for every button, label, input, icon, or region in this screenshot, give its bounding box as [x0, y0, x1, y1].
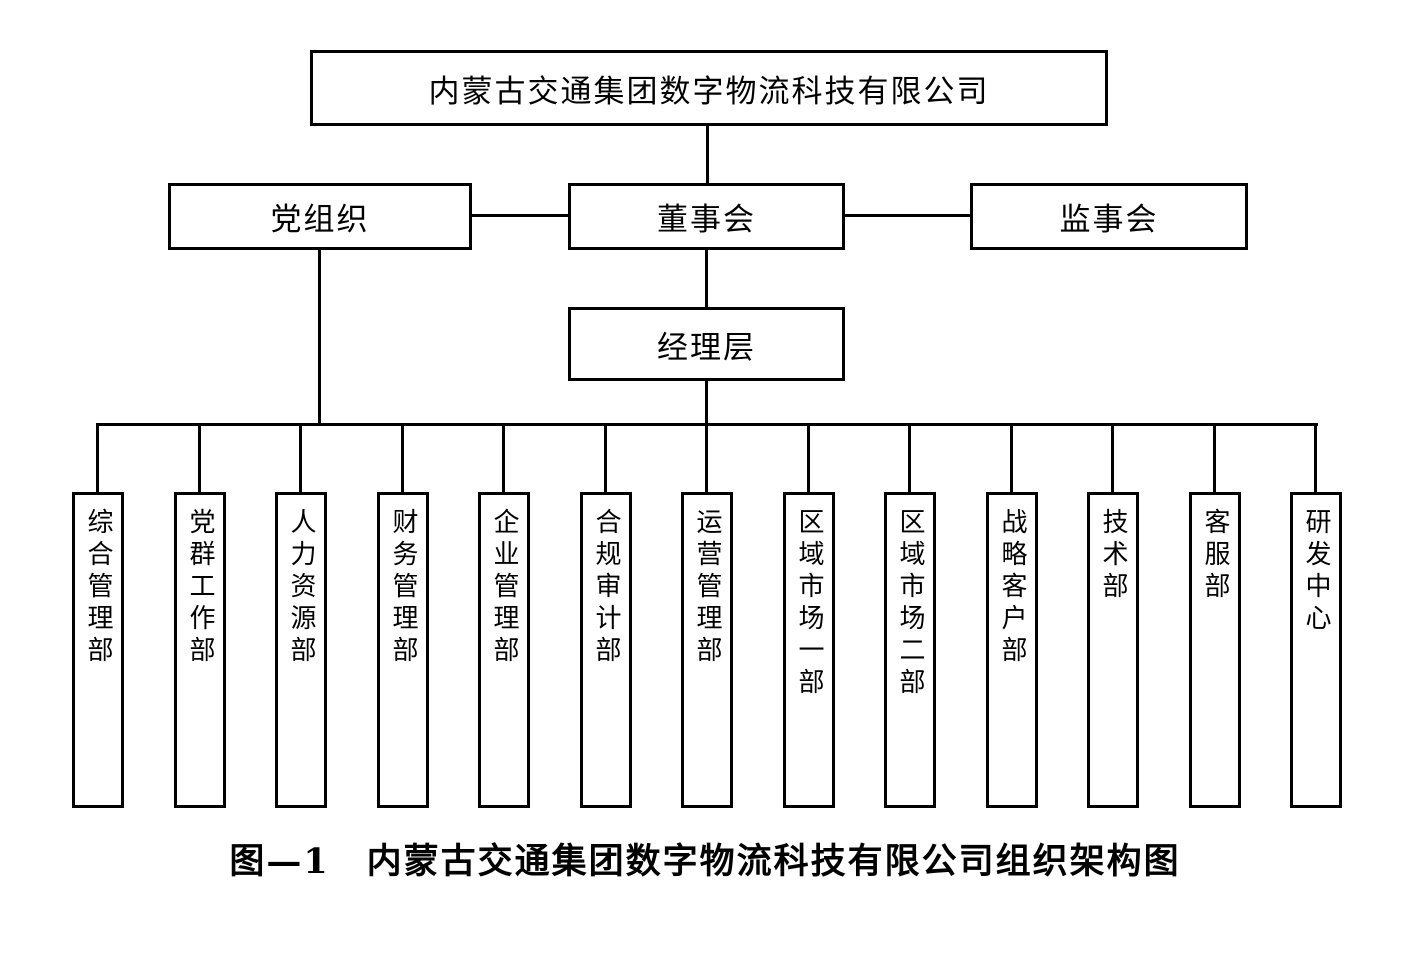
dept-label: 党群工作部: [185, 508, 215, 668]
connector-dept-5: [502, 423, 505, 492]
connector-dept-9: [908, 423, 911, 492]
node-supervisory-label: 监事会: [1059, 202, 1159, 238]
connector-management-bus: [705, 381, 708, 426]
node-company: 内蒙古交通集团数字物流科技有限公司: [310, 50, 1108, 126]
connector-board-management: [705, 250, 708, 307]
dept-label: 综合管理部: [83, 508, 113, 668]
dept-label: 企业管理部: [489, 508, 519, 668]
node-management: 经理层: [568, 307, 845, 381]
dept-box-party-mass-work: 党群工作部: [174, 492, 226, 808]
dept-box-regional-market-2: 区域市场二部: [884, 492, 936, 808]
node-board-of-directors: 董事会: [568, 183, 845, 250]
node-company-label: 内蒙古交通集团数字物流科技有限公司: [428, 73, 990, 110]
connector-dept-10: [1010, 423, 1013, 492]
connector-dept-4: [401, 423, 404, 492]
node-party-organization: 党组织: [168, 183, 472, 250]
node-management-label: 经理层: [657, 329, 756, 366]
node-board-label: 董事会: [657, 202, 756, 238]
dept-box-regional-market-1: 区域市场一部: [783, 492, 835, 808]
dept-label: 研发中心: [1301, 508, 1331, 636]
connector-party-board: [472, 214, 568, 217]
dept-label: 财务管理部: [388, 508, 418, 668]
dept-box-strategic-customers: 战略客户部: [986, 492, 1038, 808]
connector-dept-6: [604, 423, 607, 492]
dept-label: 客服部: [1200, 508, 1230, 604]
dept-label: 运营管理部: [692, 508, 722, 668]
connector-party-bus: [318, 250, 321, 426]
dept-label: 区域市场二部: [895, 508, 925, 700]
dept-label: 合规审计部: [591, 508, 621, 668]
dept-label: 战略客户部: [997, 508, 1027, 668]
connector-dept-2: [198, 423, 201, 492]
dept-label: 区域市场一部: [794, 508, 824, 700]
dept-box-human-resources: 人力资源部: [275, 492, 327, 808]
node-party-label: 党组织: [270, 202, 370, 238]
dept-box-technology: 技术部: [1087, 492, 1139, 808]
dept-box-enterprise-management: 企业管理部: [478, 492, 530, 808]
connector-company-board: [706, 124, 709, 184]
dept-box-operations-management: 运营管理部: [681, 492, 733, 808]
connector-dept-8: [807, 423, 810, 492]
dept-box-rnd-center: 研发中心: [1290, 492, 1342, 808]
dept-box-finance-management: 财务管理部: [377, 492, 429, 808]
connector-board-supervisory: [845, 214, 970, 217]
figure-caption: 图—1 内蒙古交通集团数字物流科技有限公司组织架构图: [229, 841, 1181, 882]
dept-box-customer-service: 客服部: [1189, 492, 1241, 808]
connector-dept-1: [96, 423, 99, 492]
dept-label: 人力资源部: [286, 508, 316, 668]
connector-dept-3: [299, 423, 302, 492]
node-supervisory-board: 监事会: [970, 183, 1248, 250]
dept-label: 技术部: [1098, 508, 1128, 604]
connector-dept-11: [1111, 423, 1114, 492]
connector-dept-13: [1314, 423, 1317, 492]
dept-box-compliance-audit: 合规审计部: [580, 492, 632, 808]
connector-dept-7: [705, 423, 708, 492]
connector-dept-12: [1213, 423, 1216, 492]
dept-box-general-management: 综合管理部: [72, 492, 124, 808]
